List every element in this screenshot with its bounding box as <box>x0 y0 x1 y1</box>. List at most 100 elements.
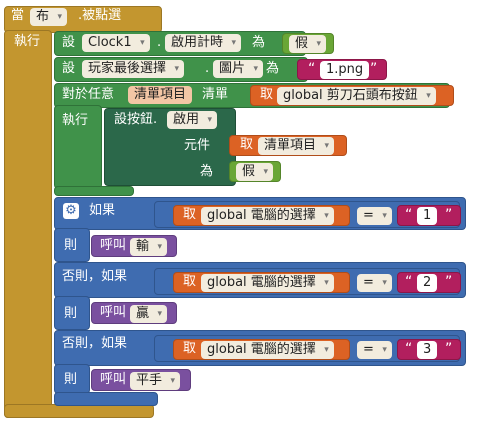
list-variable-name: global 剪刀石頭布按鈕 <box>283 88 418 103</box>
boolean-value: 假 <box>295 36 309 51</box>
var-dropdown[interactable]: global 電腦的選擇 ▾ <box>201 207 334 225</box>
component-label: 元件 <box>184 138 211 153</box>
set-generic-label: 設按鈕. <box>114 112 158 127</box>
gear-icon[interactable]: ⚙ <box>63 203 79 219</box>
elseif-label: 否則，如果 <box>62 269 128 284</box>
chevron-down-icon: ▾ <box>324 141 330 151</box>
list-label: 清單 <box>202 87 229 102</box>
chevron-down-icon: ▾ <box>324 278 329 288</box>
do-label: 執行 <box>62 113 89 128</box>
operator-dropdown[interactable]: = ▾ <box>357 341 392 359</box>
quote-close-icon: ” <box>445 341 453 357</box>
quote-open-icon: “ <box>405 274 413 290</box>
quote-open-icon: “ <box>308 61 316 77</box>
dot-separator: . <box>157 35 162 50</box>
quote-open-icon: “ <box>405 207 413 223</box>
procedure-name: 贏 <box>136 306 150 321</box>
quote-close-icon: ” <box>445 207 453 223</box>
for-each-label: 對於任意 <box>62 87 115 102</box>
procedure-name: 輸 <box>136 239 150 254</box>
text-value-field[interactable]: 3 <box>417 341 438 359</box>
set-label: 設 <box>62 61 76 76</box>
clock-component-name: Clock1 <box>88 35 132 50</box>
boolean-dropdown[interactable]: 假 ▾ <box>236 163 274 181</box>
call-label: 呼叫 <box>100 305 127 320</box>
operator-value: = <box>363 342 374 357</box>
do-label: 執行 <box>14 34 41 49</box>
operator-dropdown[interactable]: = ▾ <box>357 274 392 292</box>
quote-close-icon: ” <box>370 61 378 77</box>
get-label: 取 <box>260 87 274 102</box>
chevron-down-icon: ▾ <box>170 376 176 386</box>
image-component-dropdown[interactable]: 玩家最後選擇 ▾ <box>82 60 185 78</box>
procedure-dropdown[interactable]: 輸 ▾ <box>130 238 168 256</box>
to-label: 為 <box>252 35 266 50</box>
image-property-name: 圖片 <box>219 61 246 76</box>
boolean-value: 假 <box>242 164 256 179</box>
then-label: 則 <box>64 238 78 253</box>
generic-property-name: 啟用 <box>173 112 200 127</box>
image-component-name: 玩家最後選擇 <box>88 61 167 76</box>
clock-property-name: 啟用計時 <box>171 35 224 50</box>
call-label: 呼叫 <box>100 372 127 387</box>
procedure-dropdown[interactable]: 平手 ▾ <box>130 372 181 390</box>
for-each-body <box>54 105 102 189</box>
item-variable-dropdown[interactable]: 清單項目 ▾ <box>258 137 335 155</box>
if-block-footer <box>54 392 158 406</box>
operator-value: = <box>363 275 374 290</box>
text-value-field[interactable]: 1 <box>417 207 438 225</box>
chevron-down-icon: ▾ <box>426 91 431 101</box>
boolean-dropdown[interactable]: 假 ▾ <box>289 35 327 53</box>
chevron-down-icon: ▾ <box>57 12 63 22</box>
elseif-label: 否則，如果 <box>62 336 128 351</box>
dot-separator: . <box>205 61 210 76</box>
chevron-down-icon: ▾ <box>382 211 387 221</box>
chevron-down-icon: ▾ <box>253 64 259 74</box>
text-value-field[interactable]: 2 <box>417 274 438 292</box>
component-dropdown[interactable]: 布 ▾ <box>30 8 68 26</box>
image-property-dropdown[interactable]: 圖片 ▾ <box>213 60 264 78</box>
then-label: 則 <box>64 372 78 387</box>
call-label: 呼叫 <box>100 238 127 253</box>
chevron-down-icon: ▾ <box>157 242 163 252</box>
quote-close-icon: ” <box>445 274 453 290</box>
operator-value: = <box>363 208 374 223</box>
var-dropdown[interactable]: global 電腦的選擇 ▾ <box>201 274 334 292</box>
procedure-name: 平手 <box>136 373 163 388</box>
list-variable-dropdown[interactable]: global 剪刀石頭布按鈕 ▾ <box>277 87 436 105</box>
chevron-down-icon: ▾ <box>324 211 329 221</box>
clock-component-dropdown[interactable]: Clock1 ▾ <box>82 34 150 52</box>
event-block-body <box>4 30 52 418</box>
event-name-label: .被點選 <box>78 8 122 23</box>
set-label: 設 <box>62 35 76 50</box>
chevron-down-icon: ▾ <box>174 64 180 74</box>
chevron-down-icon: ▾ <box>207 115 213 125</box>
get-label: 取 <box>183 274 197 289</box>
for-each-footer <box>54 186 134 196</box>
event-block-footer <box>4 404 154 418</box>
chevron-down-icon: ▾ <box>382 345 387 355</box>
var-name: global 電腦的選擇 <box>207 342 316 357</box>
var-name: global 電腦的選擇 <box>207 275 316 290</box>
chevron-down-icon: ▾ <box>263 167 269 177</box>
component-name: 布 <box>36 9 50 24</box>
get-label: 取 <box>183 207 197 222</box>
when-label: 當 <box>11 8 25 23</box>
chevron-down-icon: ▾ <box>382 278 387 288</box>
chevron-down-icon: ▾ <box>324 345 329 355</box>
chevron-down-icon: ▾ <box>140 38 145 48</box>
operator-dropdown[interactable]: = ▾ <box>357 207 392 225</box>
var-name: global 電腦的選擇 <box>207 208 316 223</box>
clock-property-dropdown[interactable]: 啟用計時 ▾ <box>165 34 242 52</box>
chevron-down-icon: ▾ <box>316 39 322 49</box>
text-value-field[interactable]: 1.png <box>320 61 370 79</box>
to-label: 為 <box>200 164 214 179</box>
if-then-rail <box>54 228 90 262</box>
to-label: 為 <box>266 61 280 76</box>
chevron-down-icon: ▾ <box>157 309 163 319</box>
var-dropdown[interactable]: global 電腦的選擇 ▾ <box>201 341 334 359</box>
generic-property-dropdown[interactable]: 啟用 ▾ <box>167 111 218 129</box>
chevron-down-icon: ▾ <box>231 38 237 48</box>
procedure-dropdown[interactable]: 贏 ▾ <box>130 305 168 323</box>
item-variable-field[interactable]: 清單項目 <box>128 86 193 104</box>
